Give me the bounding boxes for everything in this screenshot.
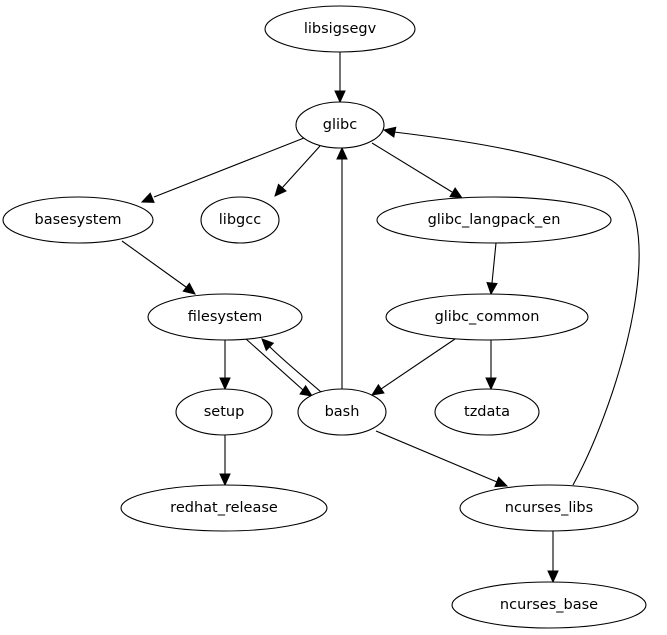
edge-line bbox=[375, 430, 498, 483]
edge-bash-to-filesystem bbox=[261, 338, 322, 393]
arrowhead-icon bbox=[449, 187, 464, 199]
node-label: ncurses_libs bbox=[505, 500, 593, 516]
node-label: glibc_langpack_en bbox=[428, 212, 561, 228]
node-ellipse bbox=[376, 196, 612, 244]
node-ellipse bbox=[385, 293, 589, 341]
edge-glibc-langpack-en-to-glibc-common bbox=[486, 242, 498, 296]
node-label: libgcc bbox=[219, 212, 261, 228]
node-ellipse bbox=[2, 196, 154, 244]
node-ncurses-libs[interactable]: ncurses_libs bbox=[459, 484, 639, 532]
node-label: redhat_release bbox=[170, 500, 278, 516]
node-ellipse bbox=[200, 196, 280, 244]
arrowhead-icon bbox=[219, 473, 231, 487]
arrowhead-icon bbox=[219, 377, 231, 391]
node-glibc-common[interactable]: glibc_common bbox=[385, 293, 589, 341]
edge-line bbox=[281, 145, 321, 189]
node-label: glibc_common bbox=[435, 309, 540, 325]
node-glibc[interactable]: glibc bbox=[295, 101, 385, 149]
edge-line bbox=[269, 346, 322, 393]
node-label: ncurses_base bbox=[500, 597, 598, 613]
arrowhead-icon bbox=[494, 476, 509, 488]
node-ellipse bbox=[295, 101, 385, 149]
edge-filesystem-to-bash bbox=[245, 338, 314, 397]
edge-glibc-common-to-tzdata bbox=[485, 340, 497, 391]
edge-line bbox=[371, 142, 453, 193]
arrowhead-icon bbox=[182, 282, 196, 295]
node-libsigsegv[interactable]: libsigsegv bbox=[264, 5, 416, 53]
node-label: libsigsegv bbox=[304, 21, 377, 37]
edge-bash-to-ncurses-libs bbox=[375, 430, 509, 488]
edge-line bbox=[393, 131, 640, 486]
edge-setup-to-redhat-release bbox=[219, 435, 231, 487]
edge-glibc-to-libgcc bbox=[274, 145, 321, 197]
node-glibc-langpack-en[interactable]: glibc_langpack_en bbox=[376, 196, 612, 244]
edge-bash-to-glibc bbox=[336, 146, 348, 389]
node-ellipse bbox=[297, 388, 387, 436]
node-basesystem[interactable]: basesystem bbox=[2, 196, 154, 244]
node-libgcc[interactable]: libgcc bbox=[200, 196, 280, 244]
edge-line bbox=[245, 338, 304, 391]
node-setup[interactable]: setup bbox=[175, 388, 273, 436]
arrowhead-icon bbox=[547, 570, 559, 584]
arrowhead-icon bbox=[336, 146, 348, 160]
arrowhead-icon bbox=[334, 90, 346, 104]
node-ncurses-base[interactable]: ncurses_base bbox=[451, 581, 647, 629]
arrowhead-icon bbox=[485, 377, 497, 391]
edge-line bbox=[153, 137, 305, 198]
edges-layer bbox=[121, 52, 640, 584]
node-label: filesystem bbox=[188, 309, 263, 325]
arrowhead-icon bbox=[299, 384, 314, 397]
arrowhead-icon bbox=[261, 338, 275, 352]
node-tzdata[interactable]: tzdata bbox=[434, 388, 540, 436]
arrowhead-icon bbox=[274, 183, 287, 197]
node-label: tzdata bbox=[464, 404, 510, 420]
node-ellipse bbox=[434, 388, 540, 436]
node-label: bash bbox=[325, 404, 360, 420]
edge-line bbox=[380, 338, 456, 390]
edge-glibc-common-to-bash bbox=[370, 338, 456, 396]
node-ellipse bbox=[459, 484, 639, 532]
node-label: basesystem bbox=[35, 212, 122, 228]
node-label: glibc bbox=[323, 117, 357, 133]
node-ellipse bbox=[175, 388, 273, 436]
node-filesystem[interactable]: filesystem bbox=[147, 293, 303, 341]
nodes-layer: libsigsegv glibc basesystem libgcc glibc_lan… bbox=[2, 5, 647, 629]
node-ellipse bbox=[147, 293, 303, 341]
edge-glibc-to-basesystem bbox=[140, 137, 305, 203]
node-ellipse bbox=[451, 581, 647, 629]
node-redhat-release[interactable]: redhat_release bbox=[120, 484, 328, 532]
edge-line bbox=[121, 240, 187, 288]
edge-libsigsegv-to-glibc bbox=[334, 52, 346, 104]
node-ellipse bbox=[120, 484, 328, 532]
node-ellipse bbox=[264, 5, 416, 53]
edge-ncurses-libs-to-glibc bbox=[382, 126, 640, 486]
edge-ncurses-libs-to-ncurses-base bbox=[547, 531, 559, 584]
edge-line bbox=[491, 242, 497, 284]
arrowhead-icon bbox=[370, 383, 385, 396]
node-label: setup bbox=[204, 404, 245, 420]
edge-basesystem-to-filesystem bbox=[121, 240, 196, 295]
arrowhead-icon bbox=[140, 192, 155, 203]
edge-filesystem-to-setup bbox=[219, 340, 231, 391]
edge-glibc-to-glibc-langpack-en bbox=[371, 142, 464, 199]
arrowhead-icon bbox=[486, 282, 498, 296]
arrowhead-icon bbox=[382, 126, 397, 138]
node-bash[interactable]: bash bbox=[297, 388, 387, 436]
